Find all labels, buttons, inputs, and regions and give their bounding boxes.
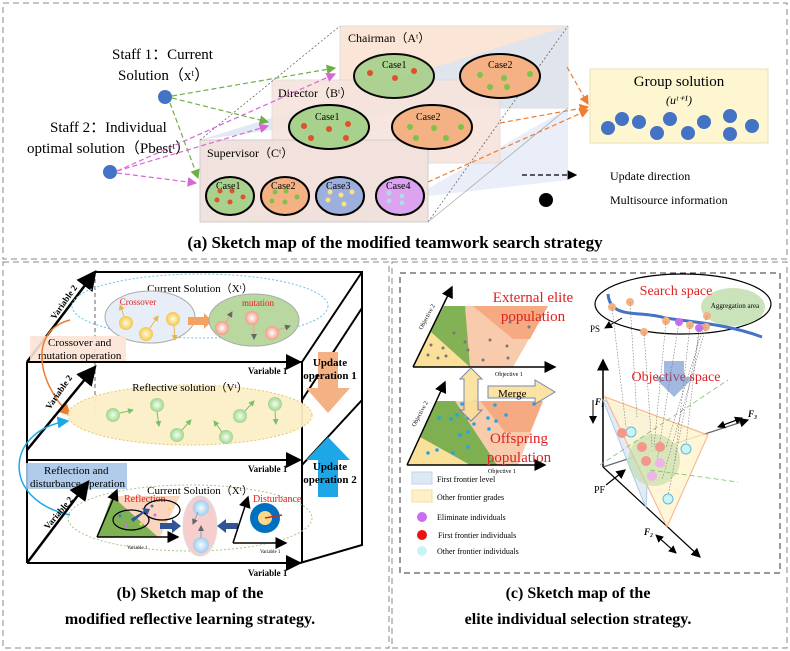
update-operation2-line2: operation 2	[303, 474, 357, 486]
panel-b: Variable 2 Variable 1 Current Solution（X…	[18, 270, 363, 628]
f1-label: F₁	[594, 397, 604, 407]
top-current-solution-title: Current Solution（Xᵗ）	[147, 282, 253, 295]
chairman-label: Chairman（Aᵗ）	[348, 31, 430, 45]
crossover-flow-arrow	[41, 319, 72, 417]
offspring-line2: population	[487, 450, 552, 466]
bottom-current-solution-title: Current Solution（Xᵗ）	[147, 484, 253, 497]
reflection-flow-arrow	[18, 416, 71, 516]
bottom-variable2: Variable 2	[42, 494, 75, 531]
update-operation1-line2: operation 1	[303, 370, 356, 382]
merge-label: Merge	[498, 388, 527, 400]
supervisor-case4: Case4	[386, 181, 410, 192]
middle-variable2: Variable 2	[43, 373, 74, 411]
bottom-objective1: Objective 1	[488, 469, 516, 475]
top-variable2: Variable 2	[48, 283, 79, 321]
crossover-operation-line1: Crossover and	[48, 337, 112, 349]
staff2-line1: Staff 2：Individual	[50, 120, 167, 136]
top-variable1: Variable 1	[248, 366, 288, 376]
staff1-dot	[158, 90, 172, 104]
update-operation2-arrow	[306, 437, 350, 497]
legend-dot-first-frontier	[417, 530, 427, 540]
legend-dot-other-frontier	[417, 546, 427, 556]
disturbance-variable1: Variable 1	[260, 550, 281, 555]
caption-b-line1: (b) Sketch map of the	[117, 585, 264, 602]
group-solution-title: Group solution	[634, 74, 725, 90]
supervisor-label: Supervisor（Cᵗ）	[207, 146, 293, 160]
legend-eliminate-individuals: Eliminate individuals	[437, 513, 506, 522]
search-space-label: Search space	[640, 284, 713, 299]
f2-label: F₂	[643, 527, 653, 537]
legend-other-frontier-grades: Other frontier grades	[437, 493, 504, 502]
legend-multisource-information: Multisource information	[610, 193, 728, 207]
multisource-info-icon	[539, 193, 553, 207]
legend-swatch-other-frontier	[411, 489, 433, 503]
mutation-label: mutation	[242, 298, 274, 308]
projection-arrow	[654, 361, 694, 397]
legend-other-frontier-individuals: Other frontier individuals	[437, 547, 519, 556]
chairman-case1: Case1	[382, 60, 406, 71]
update-operation1-line1: Update	[313, 357, 347, 369]
supervisor-case3: Case3	[326, 181, 350, 192]
disturbance-label: Disturbance	[253, 494, 302, 505]
caption-b-line2: modified reflective learning strategy.	[65, 611, 315, 628]
panel-b-frame	[2, 261, 390, 649]
supervisor-case2: Case2	[271, 181, 295, 192]
update-operation2-line1: Update	[313, 461, 347, 473]
staff2-line2: optimal solution（Pbestᵗ）	[27, 140, 190, 157]
legend-update-direction: Update direction	[610, 169, 690, 183]
reflection-label: Reflection	[124, 494, 166, 505]
panel-a: Chairman（Aᵗ） Director（Bᵗ） Supervisor（Cᵗ）…	[27, 25, 769, 252]
crossover-to-mutation-arrow	[188, 313, 212, 329]
aggregation-area	[701, 288, 765, 326]
caption-a: (a) Sketch map of the modified teamwork …	[187, 233, 603, 252]
staff1-line1: Staff 1：Current	[112, 47, 214, 63]
update-operation1-arrow	[306, 352, 350, 413]
pf-label: PF	[594, 485, 606, 496]
legend-dot-eliminate	[417, 512, 427, 522]
merge-double-arrow	[458, 367, 484, 422]
chairman-case2: Case2	[488, 60, 512, 71]
merge-right-arrow	[487, 379, 556, 405]
external-elite-line1: External elite	[493, 290, 574, 306]
panel-c: Objective 2 Objective 1 External elite p…	[399, 272, 781, 628]
reflection-variable1: Variable 1	[127, 546, 148, 551]
supervisor-case1: Case1	[216, 181, 240, 192]
director-label: Director（Bᵗ）	[278, 86, 352, 100]
group-solution-symbol: (uᵗ⁺¹)	[666, 93, 692, 107]
objective-points	[617, 426, 692, 505]
crossover-label: Crossover	[120, 297, 157, 307]
top-objective1: Objective 1	[495, 372, 523, 378]
external-elite-line2: population	[501, 309, 566, 325]
staff1-line2: Solution（xᵗ）	[118, 67, 209, 84]
legend-swatch-first-frontier	[411, 471, 433, 485]
reflective-solution-title: Reflective solution（Vᵗ）	[132, 381, 247, 394]
f3-label: F₃	[747, 409, 757, 419]
middle-variable1: Variable 1	[248, 464, 288, 474]
ps-label: PS	[590, 324, 600, 334]
caption-c-line2: elite individual selection strategy.	[465, 611, 692, 628]
group-solution-box	[589, 68, 769, 144]
aggregation-area-label: Aggregation area	[711, 302, 760, 310]
bottom-variable1: Variable 1	[248, 568, 288, 578]
director-case1: Case1	[315, 112, 339, 123]
caption-c-line1: (c) Sketch map of the	[506, 585, 651, 602]
offspring-line1: Offspring	[490, 431, 549, 447]
crossover-operation-line2: mutation operation	[38, 350, 122, 362]
legend-first-frontier-level: First frontier level	[437, 475, 496, 484]
reflection-operation-line1: Reflection and	[44, 465, 109, 477]
director-case2: Case2	[416, 112, 440, 123]
panel-a-frame	[2, 2, 788, 260]
legend-first-frontier-individuals: First frontier individuals	[438, 531, 516, 540]
group-solution-points	[601, 109, 759, 141]
staff2-dot	[103, 165, 117, 179]
reflection-operation-line2: disturbance operation	[30, 478, 125, 490]
